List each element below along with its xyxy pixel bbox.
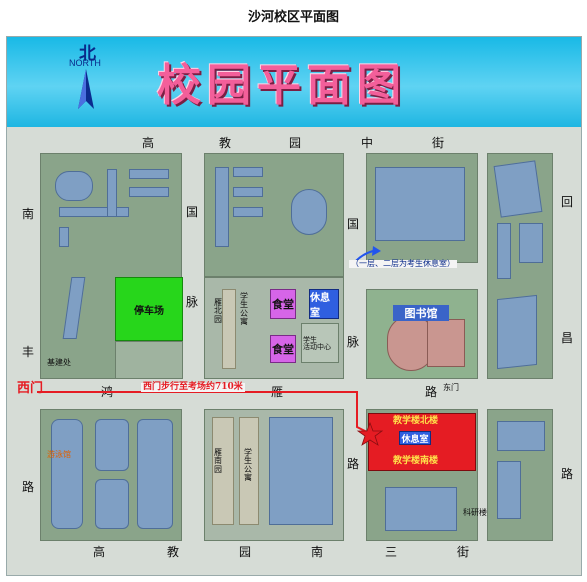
callout-arrowhead-icon <box>372 246 381 256</box>
apartment-char: 公 <box>240 308 248 318</box>
south-park-char: 南 <box>214 456 222 466</box>
small-label: 游泳馆 <box>47 450 71 459</box>
north-arrow-icon <box>78 69 94 109</box>
activity-center-label: 学生 活动中心 <box>303 336 331 352</box>
street-north-char: 中 <box>361 136 374 150</box>
building <box>59 227 69 247</box>
building <box>375 167 465 241</box>
library-label: 图书馆 <box>393 305 449 321</box>
building <box>385 487 457 531</box>
north-park-char: 北 <box>214 306 222 316</box>
building <box>233 207 263 217</box>
street-east-char: 路 <box>561 467 574 481</box>
building <box>212 417 234 525</box>
compass-north-text: NORTH <box>69 58 101 68</box>
route-overlay <box>37 246 384 446</box>
street-north-char: 街 <box>432 136 445 150</box>
apartment-char: 生 <box>244 456 252 466</box>
street-hongyan-char: 路 <box>425 385 438 399</box>
walk-distance-note: 西门步行至考场约710米 <box>141 382 245 393</box>
street-south-char: 三 <box>385 545 398 559</box>
street-south-char: 高 <box>93 545 106 559</box>
library-wing <box>427 319 465 367</box>
parking-lot: 停车场 <box>115 277 183 341</box>
building <box>497 223 511 279</box>
street-east-char: 昌 <box>561 331 574 345</box>
small-label: 基建处 <box>47 358 71 367</box>
activity-center-line: 学生 <box>303 336 317 344</box>
building <box>233 187 263 197</box>
south-park-label: 雁 南 园 <box>214 448 222 474</box>
page-title: 沙河校区平面图 <box>247 10 339 25</box>
activity-center-building <box>301 323 339 363</box>
building <box>519 223 543 263</box>
street-west-char: 丰 <box>22 345 35 359</box>
rest-room-main: 休息室 <box>309 289 339 319</box>
exam-star-icon <box>356 421 384 446</box>
walking-route-line <box>37 391 368 433</box>
north-park-char: 雁 <box>214 298 222 307</box>
street-guomai-road-char: 路 <box>347 457 360 471</box>
building <box>497 461 521 519</box>
floors-note: （一层、二层为考生休息室） <box>349 259 457 269</box>
building <box>51 419 83 529</box>
apartment-char: 公 <box>244 464 252 474</box>
street-guomai-char: 脉 <box>186 295 199 309</box>
north-park-label: 雁 北 园 <box>214 298 222 324</box>
exam-site-label: 考场 <box>381 434 400 444</box>
apartment-char: 生 <box>240 300 248 310</box>
west-gate-label: 西门 <box>17 381 44 396</box>
south-building-label: 教学楼南楼 <box>393 456 439 466</box>
building <box>239 417 259 525</box>
building <box>59 207 129 217</box>
banner-title: 校园平面图 <box>157 60 407 111</box>
apartment-char: 寓 <box>240 317 248 327</box>
activity-center-line: 活动中心 <box>303 343 331 352</box>
building <box>222 289 236 369</box>
building <box>55 171 93 201</box>
street-south-char: 街 <box>457 545 470 559</box>
canteen-south: 食堂 <box>270 335 296 363</box>
rest-room-exam: 休息室 <box>399 431 431 445</box>
apartment-char: 学 <box>244 448 252 457</box>
north-building-label: 教学楼北楼 <box>393 416 439 426</box>
compass-north-char: 北 <box>79 44 96 64</box>
building <box>95 419 129 471</box>
street-south-char: 园 <box>239 545 252 559</box>
apartment-char: 寓 <box>244 473 252 483</box>
student-apartment-south-label: 学 生 公 寓 <box>244 448 252 483</box>
campus-map: 北 NORTH 校园平面图 高 教 园 中 街 停车场 基建处 食堂 食堂 休息… <box>6 36 582 576</box>
building <box>95 479 129 529</box>
east-gate-label: 东门 <box>443 383 459 392</box>
building <box>233 167 263 177</box>
building <box>497 421 545 451</box>
street-south-char: 教 <box>167 545 180 559</box>
building <box>269 417 333 525</box>
street-guomai-road-char: 脉 <box>347 335 360 349</box>
building <box>291 189 327 235</box>
small-label: 科研楼 <box>463 508 487 517</box>
street-guomai-road-char: 国 <box>347 217 360 231</box>
street-north-char: 教 <box>219 136 232 150</box>
street-south-char: 南 <box>311 545 324 559</box>
street-west-char: 路 <box>22 480 35 494</box>
street-east-char: 回 <box>561 195 574 209</box>
street-north-char: 园 <box>289 136 302 150</box>
map-banner: 北 NORTH 校园平面图 <box>7 37 581 127</box>
building <box>107 169 117 217</box>
building <box>215 167 229 247</box>
building <box>129 169 169 179</box>
south-park-char: 雁 <box>214 448 222 457</box>
student-apartment-north-label: 学 生 公 寓 <box>240 292 248 327</box>
canteen-north: 食堂 <box>270 289 296 319</box>
building <box>137 419 173 529</box>
street-west-char: 南 <box>22 207 35 221</box>
north-park-char: 园 <box>214 314 222 324</box>
apartment-char: 学 <box>240 292 248 301</box>
sports-field <box>115 341 183 379</box>
building <box>129 187 169 197</box>
street-guomai-char: 国 <box>186 205 199 219</box>
street-north-char: 高 <box>142 136 155 150</box>
south-park-char: 园 <box>214 464 222 474</box>
